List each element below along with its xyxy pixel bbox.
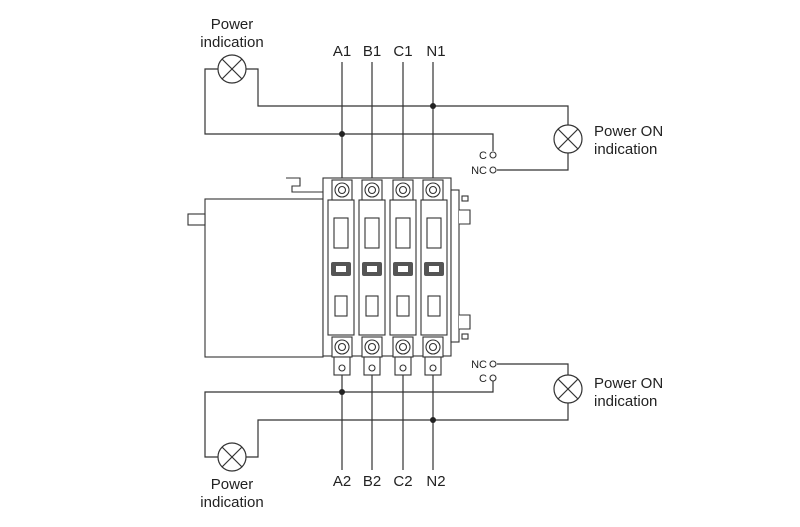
- phase-label-top: A1: [333, 43, 351, 60]
- wire-top-c: [342, 133, 494, 151]
- terminal-screw: [331, 336, 353, 358]
- phase-label-bottom: A2: [333, 473, 351, 490]
- wire-top-lamp-left: [204, 68, 342, 135]
- terminal-bottom-nc: [489, 360, 497, 368]
- top-power-on-label: Power ON: [594, 123, 663, 140]
- top-power-on-label: indication: [594, 141, 657, 158]
- junction-dot: [430, 417, 436, 423]
- terminal-screw: [361, 179, 383, 201]
- wire-bottom-lamp-right: [246, 419, 433, 458]
- wire-top-lamp-right: [246, 68, 433, 107]
- wire-bottom-lamp-left: [204, 391, 342, 458]
- terminal-label-c: C: [479, 150, 487, 162]
- handle-stub: [187, 213, 206, 226]
- terminal-label-nc: NC: [471, 165, 487, 177]
- bottom-power-on-label: indication: [594, 393, 657, 410]
- top-power-indication-label: indication: [200, 34, 263, 51]
- phase-label-top: N1: [426, 43, 445, 60]
- lamp-icon: [217, 54, 247, 84]
- terminal-top-nc: [489, 166, 497, 174]
- terminal-bottom-c: [489, 374, 497, 382]
- bottom-power-on-label: Power ON: [594, 375, 663, 392]
- phase-label-bottom: C2: [393, 473, 412, 490]
- top-power-indication-label: Power: [211, 16, 254, 33]
- terminal-screw: [422, 336, 444, 358]
- terminal-screw: [331, 179, 353, 201]
- junction-dot: [339, 131, 345, 137]
- junction-dot: [339, 389, 345, 395]
- lamp-icon: [553, 374, 583, 404]
- terminal-screw: [392, 179, 414, 201]
- wire-top-on-lower: [497, 153, 569, 171]
- terminal-top-c: [489, 151, 497, 159]
- phase-label-top: B1: [363, 43, 381, 60]
- terminal-screw: [392, 336, 414, 358]
- lamp-icon: [553, 124, 583, 154]
- wire-bottom-on-upper: [497, 363, 569, 375]
- wire-bottom-c: [342, 378, 494, 393]
- phase-label-bottom: N2: [426, 473, 445, 490]
- lamp-icon: [217, 442, 247, 472]
- phase-label-bottom: B2: [363, 473, 381, 490]
- transfer-switch: [187, 177, 471, 376]
- motor-housing: [204, 198, 324, 358]
- wire-top-on-upper: [433, 105, 569, 125]
- terminal-screw: [422, 179, 444, 201]
- bottom-power-indication-label: indication: [200, 494, 263, 511]
- wire-bottom-on-lower: [433, 403, 569, 421]
- bottom-power-indication-label: Power: [211, 476, 254, 493]
- terminal-screw: [361, 336, 383, 358]
- terminal-label-nc: NC: [471, 359, 487, 371]
- phase-label-top: C1: [393, 43, 412, 60]
- terminal-label-c: C: [479, 373, 487, 385]
- junction-dot: [430, 103, 436, 109]
